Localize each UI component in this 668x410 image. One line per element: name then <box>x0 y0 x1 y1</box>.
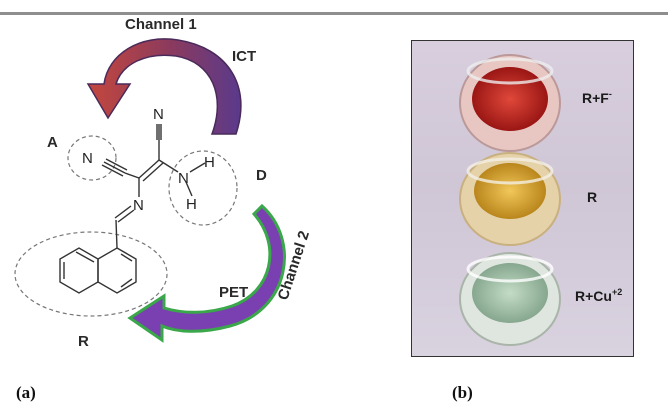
naphthalene-ring <box>59 247 137 294</box>
site-r-label: R <box>78 333 89 350</box>
vials-photo: R+F- R R+Cu+2 <box>411 40 634 357</box>
site-a-label: A <box>47 134 58 151</box>
molecule-scheme: N N N N H H <box>14 38 286 343</box>
atom-n-imine: N <box>133 197 144 214</box>
ict-label: ICT <box>232 48 257 65</box>
vial-top-label: R+F- <box>582 89 612 106</box>
caption-b: (b) <box>452 383 473 402</box>
vial-green <box>459 252 561 346</box>
top-rule <box>0 12 668 15</box>
atom-n-amine: N <box>178 170 189 187</box>
vial-red <box>459 54 561 152</box>
caption-a: (a) <box>16 383 36 402</box>
channel2-arrow <box>127 203 286 343</box>
pet-label: PET <box>219 284 249 301</box>
molecule-bonds <box>101 124 206 249</box>
donor-region <box>168 150 238 226</box>
vial-yellow <box>459 152 561 246</box>
atom-h-top: H <box>204 154 215 171</box>
receptor-region <box>14 231 168 317</box>
channel1-label: Channel 1 <box>125 16 197 33</box>
atom-h-bottom: H <box>186 196 197 213</box>
atom-n-left: N <box>82 150 93 167</box>
vial-mid-label: R <box>587 189 598 205</box>
vial-bottom-label: R+Cu+2 <box>575 287 623 304</box>
site-d-label: D <box>256 167 267 184</box>
channel1-arrow <box>86 38 242 135</box>
acceptor-region <box>67 135 117 181</box>
atom-n-top: N <box>153 106 164 123</box>
